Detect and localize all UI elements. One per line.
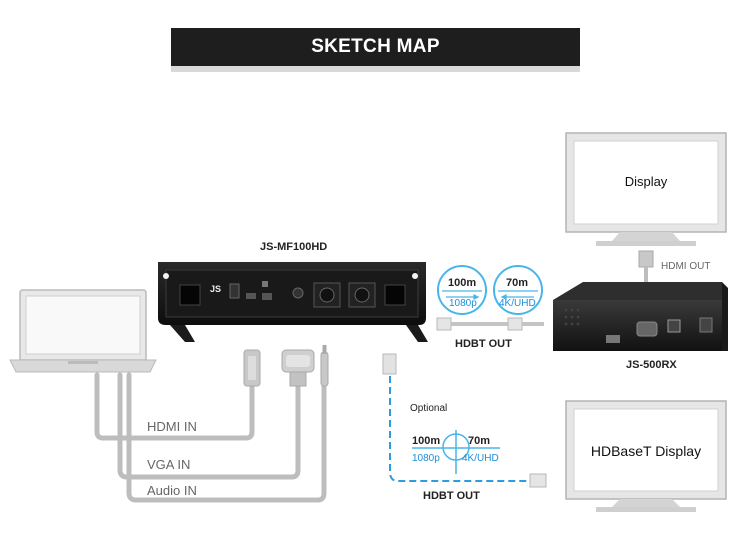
hdmi-connector-icon — [243, 349, 261, 387]
bottom-res-4k: 4K/UHD — [462, 453, 499, 464]
receiver-box — [553, 282, 728, 351]
distance-circle-100m — [437, 265, 487, 315]
hdmi-in-label: HDMI IN — [147, 419, 197, 434]
hdmi-in-cable — [94, 372, 255, 441]
banner-title: SKETCH MAP — [171, 28, 580, 72]
hdbaset-display-monitor — [565, 400, 727, 512]
distance-circle-70m — [493, 265, 543, 315]
hdmi-out-label: HDMI OUT — [661, 261, 711, 272]
vga-in-label: VGA IN — [147, 457, 191, 472]
hdbaset-display-label: HDBaseT Display — [590, 443, 702, 459]
top-res-4k: 4K/UHD — [499, 298, 536, 309]
main-unit-box: JS — [158, 262, 428, 342]
audio-connector-icon — [320, 345, 329, 387]
bottom-dist-70m: 70m — [468, 435, 491, 447]
display-monitor — [565, 132, 727, 246]
hdbt-out-top-label: HDBT OUT — [455, 338, 512, 350]
top-dist-70m: 70m — [506, 277, 529, 289]
vga-connector-icon — [281, 349, 315, 387]
bottom-distance-cross — [412, 430, 500, 474]
receiver-model-label: JS-500RX — [626, 359, 677, 371]
audio-in-label: Audio IN — [147, 483, 197, 498]
bottom-res-1080p: 1080p — [412, 453, 440, 464]
vga-in-cable — [117, 372, 301, 480]
hdbt-out-bottom-label: HDBT OUT — [423, 490, 480, 502]
hdbt-top-cable — [436, 317, 544, 331]
optional-hdbt-cable — [382, 353, 547, 488]
top-res-1080p: 1080p — [449, 298, 477, 309]
audio-in-cable — [126, 372, 327, 503]
optional-label: Optional — [410, 403, 448, 414]
distance-arrows — [446, 294, 534, 300]
main-unit-model-label: JS-MF100HD — [260, 241, 328, 253]
svg-text:JS: JS — [210, 284, 221, 294]
laptop-icon — [9, 289, 157, 373]
hdmi-out-connector — [638, 250, 654, 283]
top-dist-100m: 100m — [448, 277, 477, 289]
display-label: Display — [624, 174, 668, 189]
input-cables — [94, 372, 327, 503]
bottom-dist-100m: 100m — [412, 435, 441, 447]
